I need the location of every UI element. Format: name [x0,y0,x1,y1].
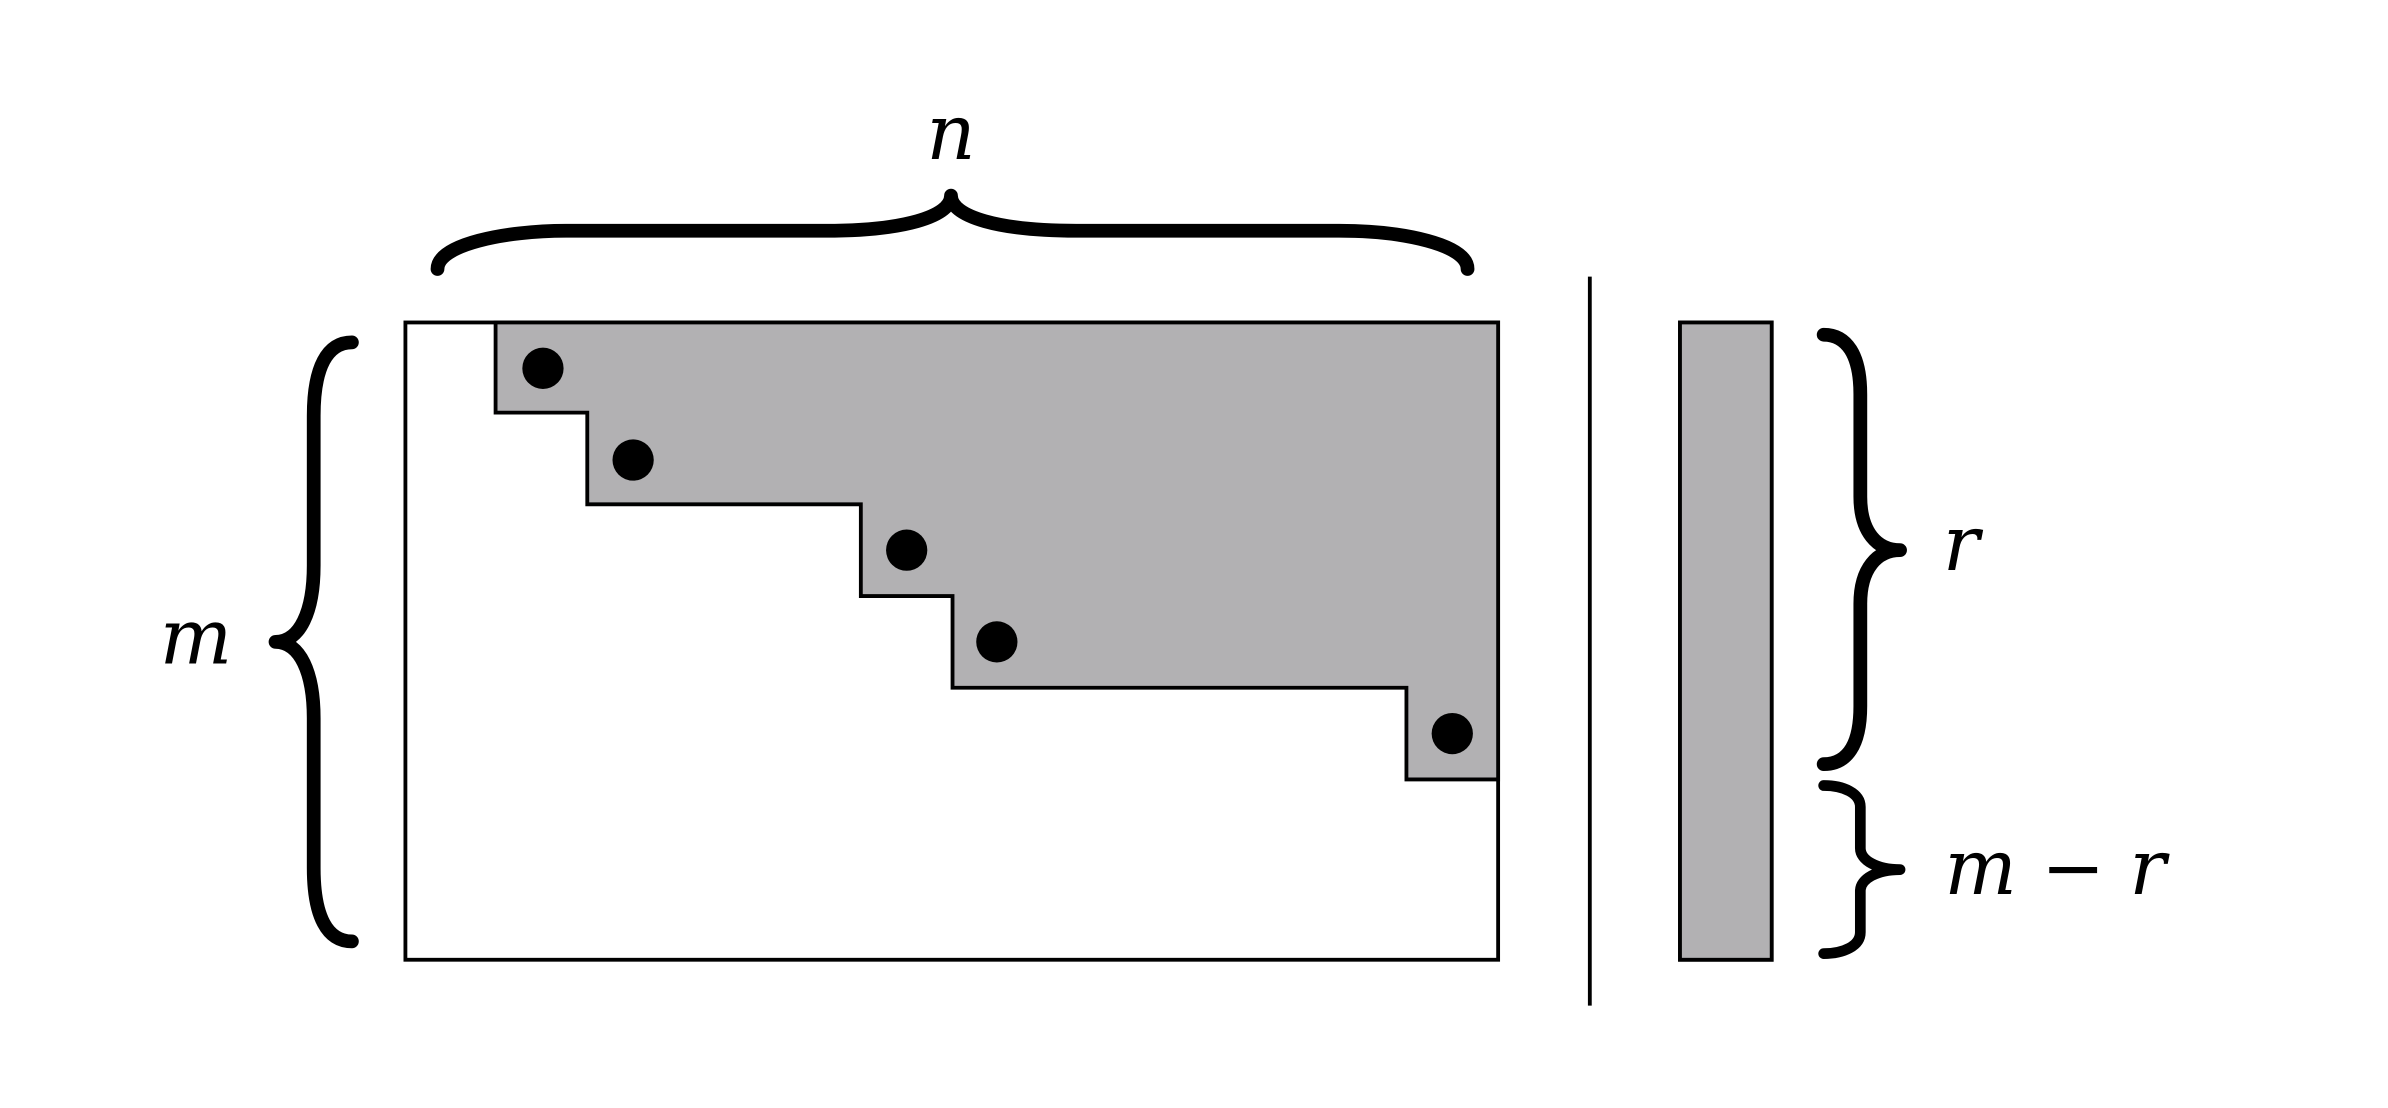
pivot-dot [976,621,1018,663]
label-r: r [1943,500,1984,589]
pivot-dot [886,529,928,571]
rhs-column-shaded [1678,320,1774,962]
brace-right-r [1816,327,1907,772]
label-m-minus-r: m − r [1944,824,2170,913]
label-m: m [160,593,232,682]
brace-right-m-minus-r [1818,780,1906,959]
pivot-dot [612,439,654,481]
label-n: n [926,89,975,178]
pivot-dot [1431,712,1473,755]
brace-top-n [430,188,1475,276]
pivot-dot [522,347,564,389]
brace-left-m [268,335,359,949]
echelon-staircase-region [493,320,1501,782]
